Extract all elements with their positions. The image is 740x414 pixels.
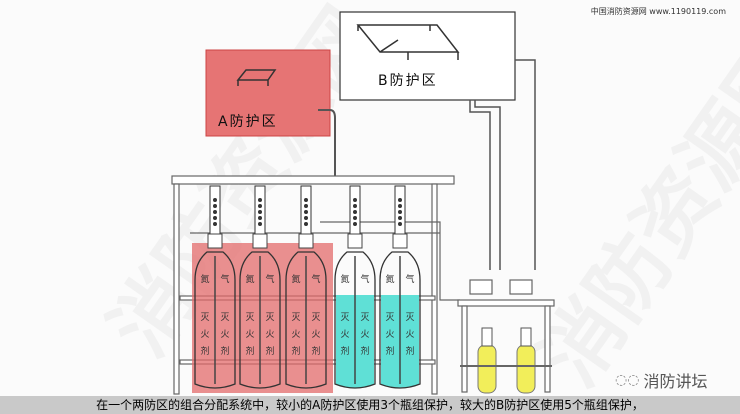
cylinder-label: 氮	[340, 273, 349, 285]
zone-b-label: B防护区	[378, 73, 438, 89]
cylinder-label: 剂	[220, 345, 229, 357]
zone-b-box	[339, 11, 516, 101]
cylinder-label: 灭	[291, 312, 300, 323]
cylinder-label: 灭	[360, 312, 369, 323]
pipe-zone-b	[469, 100, 501, 270]
agent-cylinder: 氮气灭火剂 灭火剂	[334, 185, 376, 389]
cylinder-label: 火	[220, 329, 229, 340]
pilot-cylinder	[477, 327, 497, 394]
cylinder-label: 氮	[245, 273, 254, 285]
cylinder-label: 剂	[340, 345, 349, 357]
cylinder-label: 火	[311, 329, 320, 340]
cylinder-label: 剂	[291, 345, 300, 357]
cylinder-label: 气	[360, 273, 369, 285]
cylinder-label: 灭	[385, 312, 394, 323]
cylinder-label: 火	[360, 329, 369, 340]
cylinder-label: 剂	[200, 345, 209, 357]
zone-b-nozzles	[356, 24, 460, 60]
cylinder-label: 灭	[245, 312, 254, 323]
pipe-zone-a	[318, 109, 336, 178]
cylinder-label: 灭	[311, 312, 320, 323]
wechat-icon: ◌◌	[615, 372, 640, 388]
cylinder-label: 氮	[385, 273, 394, 285]
agent-cylinder: 氮气灭火剂 灭火剂	[379, 185, 421, 389]
agent-cylinder: 氮气灭火剂 灭火剂	[285, 185, 327, 389]
cylinder-label: 火	[340, 329, 349, 340]
cylinder-label: 灭	[200, 312, 209, 323]
site-caption: 中国消防资源网 www.1190119.com	[590, 7, 726, 16]
cylinder-label: 灭	[340, 312, 349, 323]
cylinder-label: 剂	[385, 345, 394, 357]
cylinder-label: 火	[405, 329, 414, 340]
cylinder-label: 灭	[220, 312, 229, 323]
cylinder-label: 火	[200, 329, 209, 340]
cylinder-label: 剂	[311, 345, 320, 357]
cylinder-label: 气	[265, 273, 274, 285]
cylinder-label: 氮	[291, 273, 300, 285]
cylinder-label: 气	[405, 273, 414, 285]
brand-name: 消防讲坛	[643, 372, 708, 391]
cylinder-label: 气	[220, 273, 229, 285]
agent-cylinder: 氮气灭火剂 灭火剂	[239, 185, 281, 389]
cylinder-label: 火	[291, 329, 300, 340]
pilot-cylinder	[516, 327, 536, 394]
cylinder-label: 灭	[265, 312, 274, 323]
zone-a-label: A防护区	[218, 114, 278, 130]
cylinder-label: 火	[385, 329, 394, 340]
pilot-cylinder-table	[457, 279, 555, 393]
cylinder-label: 剂	[245, 345, 254, 357]
cylinder-label: 气	[311, 273, 320, 285]
cylinder-label: 灭	[405, 312, 414, 323]
zone-a-box	[205, 49, 331, 137]
zone-a-nozzle	[236, 69, 277, 86]
brand-watermark: ◌◌ 消防讲坛	[615, 368, 707, 392]
subtitle: 在一个两防区的组合分配系统中，较小的A防护区使用3个瓶组保护，较大的B防护区使用…	[0, 396, 740, 414]
cylinder-label: 火	[265, 329, 274, 340]
pipe-zone-b2	[515, 59, 536, 270]
cylinder-label: 氮	[200, 273, 209, 285]
cylinder-label: 火	[245, 329, 254, 340]
agent-cylinder: 氮气灭火剂 灭火剂	[194, 185, 236, 389]
cylinder-label: 剂	[405, 345, 414, 357]
cylinder-label: 剂	[265, 345, 274, 357]
cylinder-label: 剂	[360, 345, 369, 357]
